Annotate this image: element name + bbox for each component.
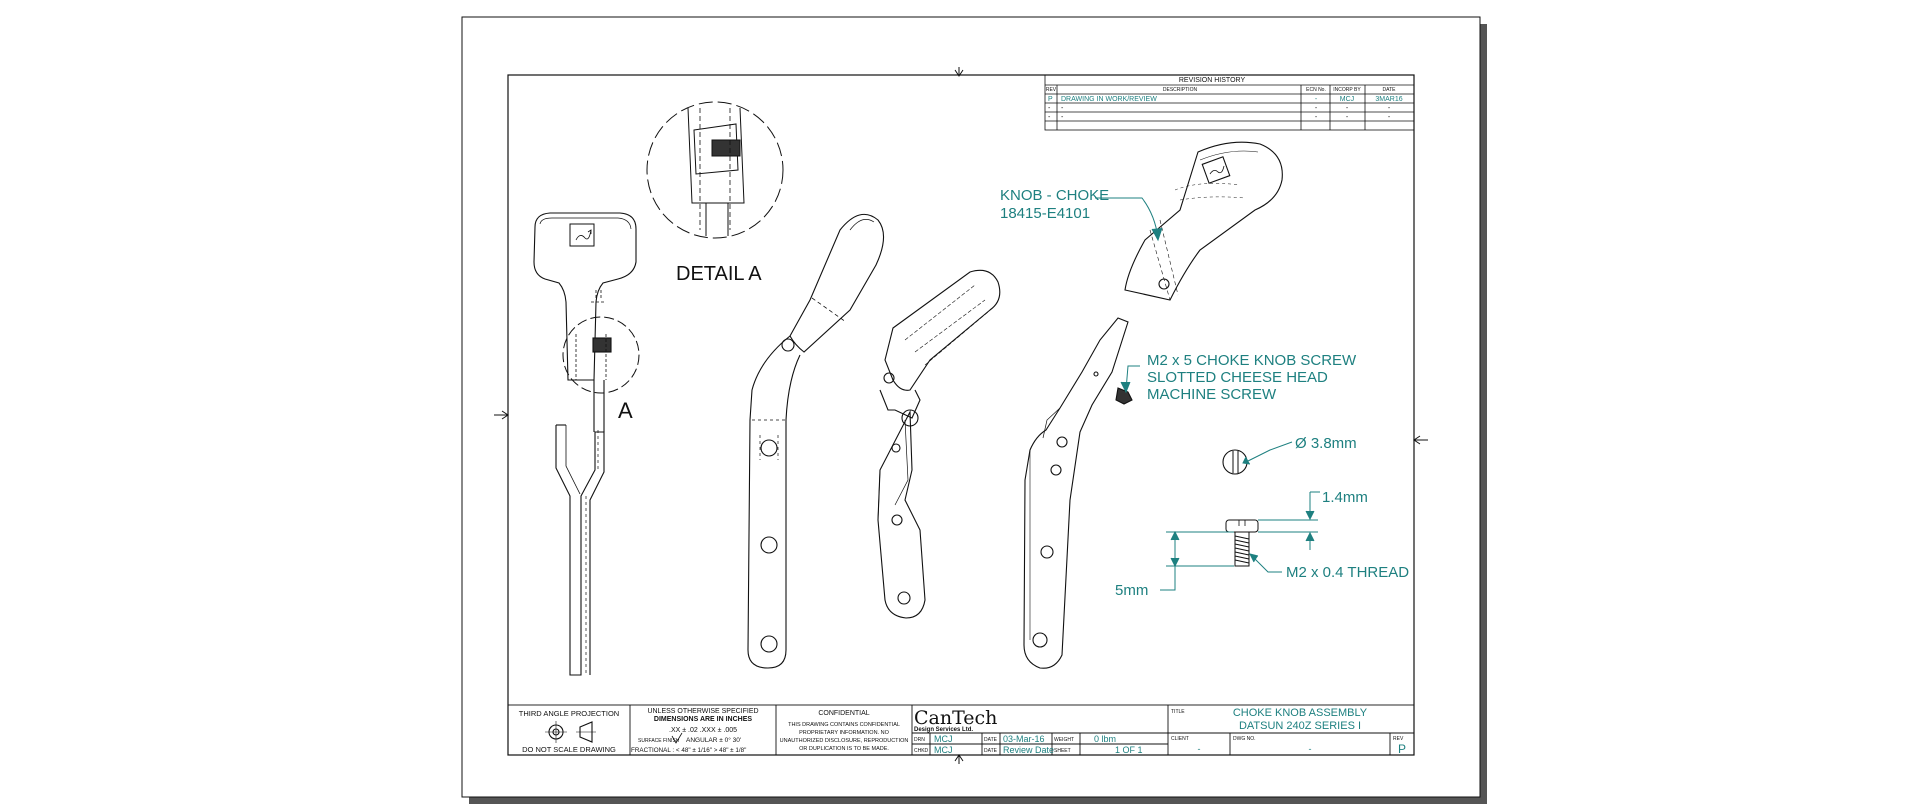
rev-header-description: DESCRIPTION	[1163, 87, 1198, 93]
weight-label: WEIGHT	[1054, 737, 1074, 743]
sheet-value: 1 OF 1	[1115, 745, 1143, 755]
confidential-text: PROPRIETARY INFORMATION. NO	[799, 730, 889, 736]
rev-header-date: DATE	[1383, 87, 1397, 93]
drn-value: MCJ	[934, 734, 953, 744]
screw-callout-line1: M2 x 5 CHOKE KNOB SCREW	[1147, 352, 1357, 369]
rev-cell: -	[1315, 105, 1318, 112]
company-logo: CanTech	[914, 707, 997, 729]
revision-row-1: P DRAWING IN WORK/REVIEW - MCJ 3MAR16	[1048, 96, 1403, 103]
rev-cell: -	[1315, 96, 1318, 103]
confidential-text: THIS DRAWING CONTAINS CONFIDENTIAL	[788, 722, 900, 728]
drawing-title-line1: CHOKE KNOB ASSEMBLY	[1233, 707, 1368, 719]
revision-row-3: - - - - -	[1048, 114, 1391, 121]
isometric-assembled-view	[877, 269, 1001, 619]
rev-cell: -	[1346, 105, 1349, 112]
weight-value: 0 lbm	[1094, 734, 1116, 744]
rev-cell: -	[1048, 105, 1051, 112]
drn-label: DRN	[914, 737, 925, 743]
drawing-title-line2: DATSUN 240Z SERIES I	[1239, 720, 1361, 732]
tolerance-angular: ANGULAR ± 0° 30'	[686, 736, 741, 744]
rev-header-rev: REV	[1046, 87, 1057, 93]
revision-history-table	[1044, 74, 1415, 131]
rev-cell: -	[1388, 114, 1391, 121]
diameter-callout: Ø 3.8mm	[1295, 435, 1357, 452]
sheet-label: SHEET	[1054, 748, 1071, 754]
knob-name-callout: KNOB - CHOKE	[1000, 187, 1109, 204]
tolerance-line3: .XX ± .02 .XXX ± .005	[669, 727, 737, 734]
review-date-value: Review Date	[1003, 745, 1054, 755]
isometric-exploded-view	[1023, 141, 1283, 669]
leader-lines	[1095, 197, 1320, 591]
chkd-label: CHKD	[914, 748, 929, 754]
knob-part-number-callout: 18415-E4101	[1000, 205, 1090, 222]
rev-cell: -	[1388, 105, 1391, 112]
confidential-text: UNAUTHORIZED DISCLOSURE, REPRODUCTION	[780, 738, 909, 744]
tolerance-line2: DIMENSIONS ARE IN INCHES	[654, 716, 752, 723]
company-subtitle: Design Services Ltd.	[914, 727, 973, 733]
rev-header-ecn: ECN No.	[1306, 87, 1326, 93]
detail-a-marker-label: A	[618, 398, 633, 423]
tolerance-line1: UNLESS OTHERWISE SPECIFIED	[647, 708, 758, 715]
rev-cell: -	[1048, 114, 1051, 121]
chkd-value: MCJ	[934, 745, 953, 755]
third-angle-projection-icon	[545, 721, 596, 743]
do-not-scale-note: DO NOT SCALE DRAWING	[522, 745, 616, 754]
head-height-dimension: 1.4mm	[1322, 489, 1368, 506]
confidential-text: OR DUPLICATION IS TO BE MADE.	[799, 746, 889, 752]
revision-row-2: - - - - -	[1048, 105, 1391, 112]
rev-label: REV	[1393, 736, 1404, 742]
title-block-grid	[507, 704, 1415, 756]
dwg-no-value: -	[1309, 744, 1312, 754]
review-date-label: DATE	[984, 748, 998, 754]
revision-history-title: REVISION HISTORY	[1179, 77, 1246, 84]
rev-cell: 3MAR16	[1375, 96, 1402, 103]
projection-title: THIRD ANGLE PROJECTION	[519, 709, 619, 718]
rev-header-incorp: INCORP BY	[1333, 87, 1361, 93]
rev-value: P	[1398, 742, 1406, 756]
client-label: CLIENT	[1171, 736, 1189, 742]
revision-header-row: REV DESCRIPTION ECN No. INCORP BY DATE	[1046, 87, 1396, 93]
tolerance-fractional: FRACTIONAL : < 48" ± 1/16" > 48" ± 1/8"	[631, 747, 746, 754]
front-view	[533, 212, 637, 676]
confidential-title: CONFIDENTIAL	[818, 710, 869, 717]
center-marks	[494, 67, 1428, 764]
length-dimension: 5mm	[1115, 582, 1148, 599]
dwg-no-label: DWG NO.	[1233, 736, 1256, 742]
rev-cell: P	[1048, 96, 1053, 103]
detail-a-view	[646, 101, 784, 239]
rev-cell: DRAWING IN WORK/REVIEW	[1061, 96, 1157, 103]
tolerance-surface-finish: SURFACE FINISH	[638, 738, 680, 744]
screw-side-view	[1225, 519, 1259, 567]
detail-a-title: DETAIL A	[676, 263, 762, 285]
client-value: -	[1198, 744, 1201, 754]
date-value: 03-Mar-16	[1003, 734, 1045, 744]
date-label: DATE	[984, 737, 998, 743]
title-label: TITLE	[1171, 709, 1185, 715]
rev-cell: MCJ	[1340, 96, 1354, 103]
rev-cell: -	[1346, 114, 1349, 121]
rev-cell: -	[1061, 114, 1064, 121]
screw-callout-line3: MACHINE SCREW	[1147, 386, 1277, 403]
rev-cell: -	[1061, 105, 1064, 112]
rev-cell: -	[1315, 114, 1318, 121]
thread-callout: M2 x 0.4 THREAD	[1286, 564, 1409, 581]
side-view	[747, 213, 885, 669]
screw-callout-line2: SLOTTED CHEESE HEAD	[1147, 369, 1328, 386]
surface-finish-icon	[671, 732, 683, 744]
drawing-sheet	[461, 16, 1481, 798]
detail-a-marker-circle	[562, 316, 640, 394]
